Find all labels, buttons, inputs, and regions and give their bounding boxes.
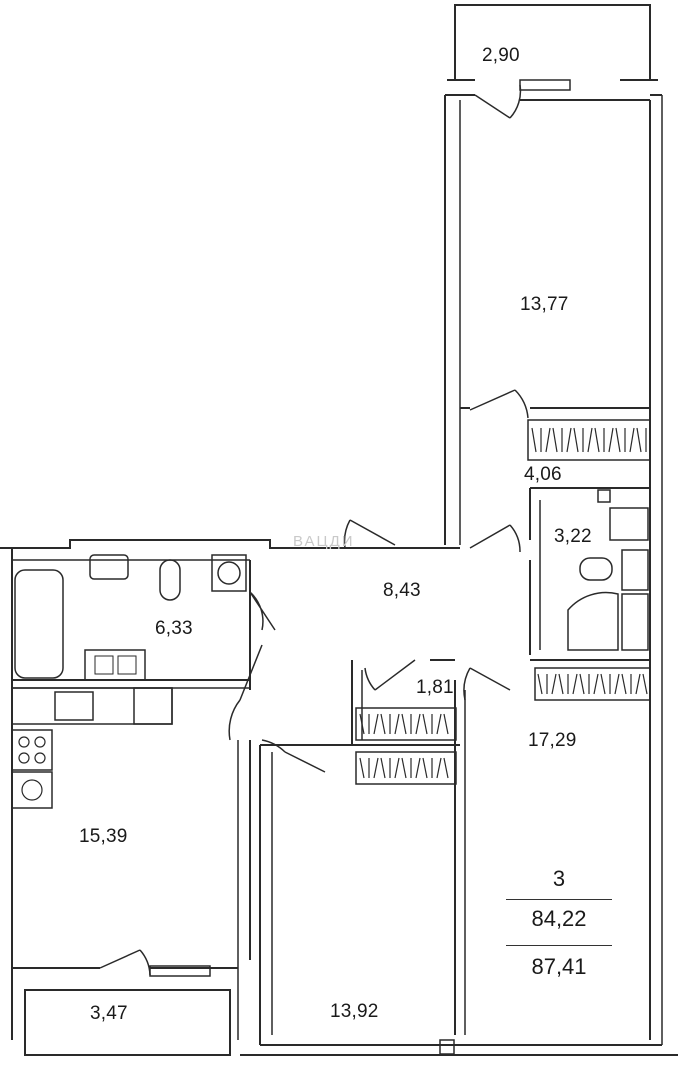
summary-rooms-count: 3 xyxy=(552,866,566,891)
room-area-shower-room: 3,22 xyxy=(554,526,592,547)
door-hall-top xyxy=(343,519,396,549)
hatch-line xyxy=(615,427,621,453)
room-area-hallway: 8,43 xyxy=(383,580,421,601)
hatch-line xyxy=(415,757,421,779)
oven xyxy=(11,771,53,809)
hatch-line xyxy=(359,757,365,779)
hatch-line xyxy=(443,757,449,779)
wardrobe-top-frame xyxy=(527,419,651,461)
hatch-line xyxy=(359,713,365,735)
hatch-line xyxy=(415,713,421,735)
room-area-living-room: 17,29 xyxy=(528,730,577,751)
hatch-line xyxy=(380,757,386,779)
door-living xyxy=(463,667,511,701)
hatch-line xyxy=(572,673,578,695)
watermark: ВАЦДИ xyxy=(293,533,355,550)
hatch-line xyxy=(394,757,400,779)
room-area-closet: 1,81 xyxy=(416,677,454,698)
hatch-line xyxy=(600,673,606,695)
door-bathroom xyxy=(249,591,276,631)
room-area-bedroom-middle: 13,92 xyxy=(330,1001,379,1022)
balcony-bottom-outline xyxy=(24,989,231,1056)
washing-machine xyxy=(211,554,247,592)
hatch-line xyxy=(635,673,641,695)
shower-sink xyxy=(609,507,649,541)
hatch-line xyxy=(531,427,537,453)
room-area-wardrobe-hall: 4,06 xyxy=(524,464,562,485)
shower-tray xyxy=(567,591,619,651)
room-area-bedroom-right-top: 13,77 xyxy=(520,294,569,315)
kitchen-counter xyxy=(11,687,173,725)
balcony-top-door-frame xyxy=(519,79,571,91)
hatch-line xyxy=(621,673,627,695)
hatch-line xyxy=(394,713,400,735)
hatch-line xyxy=(401,713,407,735)
hatch-line xyxy=(579,673,585,695)
hatch-line xyxy=(422,713,428,735)
hatch-line xyxy=(537,673,543,695)
fridge xyxy=(133,687,173,725)
hatch-line xyxy=(629,427,635,453)
hatch-line xyxy=(573,427,579,453)
shower-cabinet xyxy=(621,549,649,591)
hatch-line xyxy=(436,713,442,735)
kitchen-sink xyxy=(54,691,94,721)
door-bedroom-top xyxy=(469,389,529,419)
balcony-top-outline xyxy=(454,4,651,80)
hatch-line xyxy=(594,427,600,453)
room-area-balcony-bottom: 3,47 xyxy=(90,1003,128,1024)
hatch-line xyxy=(401,757,407,779)
hatch-line xyxy=(373,757,379,779)
hatch-line xyxy=(436,757,442,779)
wardrobe-living-frame xyxy=(534,667,651,701)
room-area-kitchen: 15,39 xyxy=(79,826,128,847)
shower-toilet xyxy=(579,557,613,581)
room-area-bathroom: 6,33 xyxy=(155,618,193,639)
closet-shelf-1 xyxy=(355,707,457,741)
bathtub xyxy=(14,569,64,679)
hatch-line xyxy=(642,673,648,695)
bathroom-cabinet xyxy=(84,649,146,681)
hatch-line xyxy=(593,673,599,695)
door-kitchen xyxy=(228,644,263,741)
hatch-line xyxy=(587,427,593,453)
hatch-line xyxy=(551,673,557,695)
toilet xyxy=(159,559,181,601)
hatch-line xyxy=(380,713,386,735)
hatch-line xyxy=(373,713,379,735)
hatch-line xyxy=(443,713,449,735)
door-closet xyxy=(364,659,416,691)
hatch-line xyxy=(545,427,551,453)
hatch-line xyxy=(636,427,642,453)
summary-total-area: 87,41 xyxy=(531,954,587,979)
sink-bathroom xyxy=(89,554,129,580)
door-balcony-bottom xyxy=(99,949,151,976)
door-balcony-top xyxy=(474,84,522,119)
summary-living-area: 84,22 xyxy=(531,906,587,931)
door-hall-right xyxy=(469,524,521,553)
hatch-line xyxy=(566,427,572,453)
hatch-line xyxy=(608,427,614,453)
closet-shelf-2 xyxy=(355,751,457,785)
room-area-balcony-top: 2,90 xyxy=(482,45,520,66)
door-bedroom-middle xyxy=(261,739,326,773)
hatch-line xyxy=(422,757,428,779)
hatch-line xyxy=(558,673,564,695)
summary-rule-1 xyxy=(506,899,612,900)
summary-rule-2 xyxy=(506,945,612,946)
hatch-line xyxy=(552,427,558,453)
stove xyxy=(11,729,53,771)
hatch-line xyxy=(614,673,620,695)
